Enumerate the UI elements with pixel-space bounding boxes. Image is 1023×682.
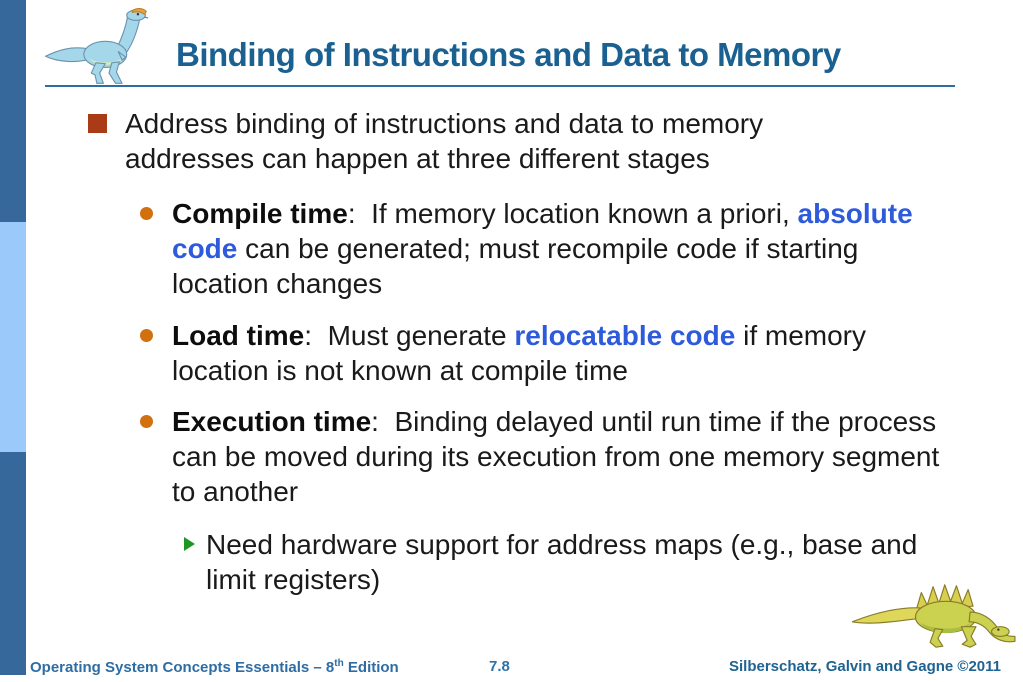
bullet-intro: Address binding of instructions and data… xyxy=(88,106,860,176)
sidebar-color-bar xyxy=(0,0,26,675)
footer-book-title-text: Operating System Concepts Essentials – 8 xyxy=(30,659,335,676)
title-underline xyxy=(45,85,955,87)
execution-time-pre: : Binding delayed until run time if the … xyxy=(172,406,948,507)
circle-bullet-icon xyxy=(140,415,153,428)
compile-time-pre: : If memory location known a priori, xyxy=(347,198,798,229)
execution-time-lead: Execution time xyxy=(172,406,372,437)
compile-time-lead: Compile time xyxy=(172,198,348,229)
load-time-text: Load time: Must generate relocatable cod… xyxy=(172,318,952,388)
bullet-execution-time: Execution time: Binding delayed until ru… xyxy=(140,404,952,509)
footer-edition-text: Edition xyxy=(343,659,399,676)
load-time-post: if memory location is not known at compi… xyxy=(172,320,874,386)
circle-bullet-icon xyxy=(140,207,153,220)
footer-book-title: Operating System Concepts Essentials – 8… xyxy=(30,658,399,676)
arrow-bullet-icon xyxy=(184,537,195,551)
intro-text: Address binding of instructions and data… xyxy=(125,108,771,174)
dinosaur-logo-icon xyxy=(44,7,149,84)
footer-page-number: 7.8 xyxy=(489,658,510,675)
load-time-highlight: relocatable code xyxy=(514,320,736,351)
circle-bullet-icon xyxy=(140,329,153,342)
sidebar-band-bottom xyxy=(0,452,26,675)
load-time-lead: Load time xyxy=(172,320,305,351)
footer-ordinal-sup: th xyxy=(334,658,344,669)
hardware-note-text: Need hardware support for address maps (… xyxy=(206,529,926,595)
compile-time-highlight: absolute code xyxy=(172,198,921,264)
slide-title: Binding of Instructions and Data to Memo… xyxy=(176,36,841,73)
compile-time-post: can be generated; must recompile code if… xyxy=(172,233,867,299)
dinosaur-logo-icon xyxy=(852,584,1016,648)
square-bullet-icon xyxy=(88,114,107,133)
bullet-hardware-note: Need hardware support for address maps (… xyxy=(184,527,936,597)
compile-time-text: Compile time: If memory location known a… xyxy=(172,196,952,301)
bullet-compile-time: Compile time: If memory location known a… xyxy=(140,196,952,301)
bullet-load-time: Load time: Must generate relocatable cod… xyxy=(140,318,952,388)
execution-time-text: Execution time: Binding delayed until ru… xyxy=(172,404,952,509)
sidebar-band-top xyxy=(0,0,26,222)
load-time-pre: : Must generate xyxy=(304,320,515,351)
footer-authors: Silberschatz, Galvin and Gagne ©2011 xyxy=(729,658,1001,675)
sidebar-band-middle xyxy=(0,222,26,452)
